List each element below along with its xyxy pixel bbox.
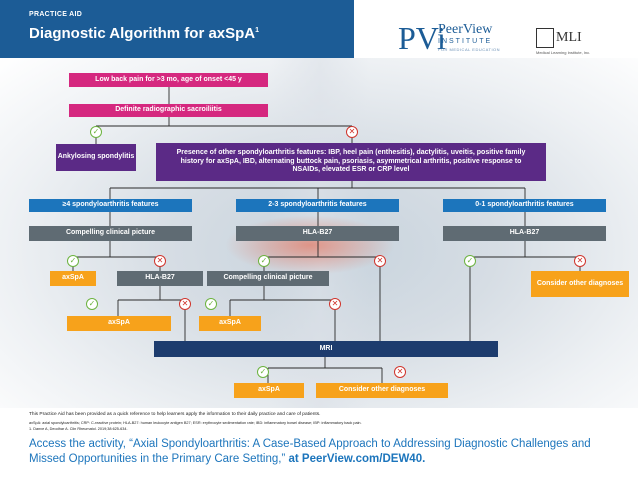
cta-text: Access the activity, “Axial Spondyloarth… bbox=[29, 438, 591, 466]
consider-right-box: Consider other diagnoses bbox=[531, 271, 629, 297]
title-reference: 1 bbox=[255, 27, 260, 34]
cross-icon: ✕ bbox=[329, 298, 341, 310]
cross-icon: ✕ bbox=[374, 255, 386, 267]
page-title: Diagnostic Algorithm for axSpA1 bbox=[29, 25, 259, 42]
cross-icon: ✕ bbox=[179, 298, 191, 310]
peerview-mark: PVi bbox=[398, 20, 446, 56]
check-icon: ✓ bbox=[257, 366, 269, 378]
cta-link[interactable]: at PeerView.com/DEW40. bbox=[288, 453, 426, 466]
header-banner bbox=[0, 0, 354, 58]
hla-left-box: HLA-B27 bbox=[117, 271, 203, 286]
definite-sacroiliitis-box: Definite radiographic sacroiliitis bbox=[69, 104, 268, 117]
feat01-box: 0-1 spondyloarthritis features bbox=[443, 199, 606, 212]
consider-final-box: Consider other diagnoses bbox=[316, 383, 448, 398]
hla-right-box: HLA-B27 bbox=[443, 226, 606, 241]
peerview-logo: PVi PeerView INSTITUTE FOR MEDICAL EDUCA… bbox=[398, 20, 528, 60]
cross-icon: ✕ bbox=[346, 126, 358, 138]
mli-text: MLI bbox=[556, 30, 582, 45]
cross-icon: ✕ bbox=[154, 255, 166, 267]
presence-features-box: Presence of other spondyloarthritis feat… bbox=[156, 143, 546, 181]
check-icon: ✓ bbox=[90, 126, 102, 138]
peerview-name: PeerView bbox=[438, 22, 493, 37]
peerview-institute: INSTITUTE bbox=[438, 38, 493, 45]
disclaimer-text: This Practice Aid has been provided as a… bbox=[29, 412, 321, 417]
mri-box: MRI bbox=[154, 341, 498, 357]
axspa-left-box: axSpA bbox=[50, 271, 96, 286]
mli-emblem-icon bbox=[536, 28, 554, 48]
cross-icon: ✕ bbox=[394, 366, 406, 378]
check-icon: ✓ bbox=[67, 255, 79, 267]
call-to-action: Access the activity, “Axial Spondyloarth… bbox=[29, 437, 619, 467]
axspa-final-box: axSpA bbox=[234, 383, 304, 398]
feat23-box: 2-3 spondyloarthritis features bbox=[236, 199, 399, 212]
mli-logo: MLI Medical Learning Institute, Inc. bbox=[536, 28, 616, 62]
hla-mid-box: HLA-B27 bbox=[236, 226, 399, 241]
reference-text: 1. Danve A, Deodhar A. Clin Rheumatol. 2… bbox=[29, 427, 128, 431]
compelling-mid-box: Compelling clinical picture bbox=[207, 271, 329, 286]
peerview-tagline: FOR MEDICAL EDUCATION bbox=[438, 47, 501, 52]
pain-highlight bbox=[225, 215, 395, 275]
check-icon: ✓ bbox=[205, 298, 217, 310]
check-icon: ✓ bbox=[464, 255, 476, 267]
cross-icon: ✕ bbox=[574, 255, 586, 267]
abbreviations-text: axSpA: axial spondyloarthritis; CRP: C-r… bbox=[29, 421, 362, 425]
check-icon: ✓ bbox=[86, 298, 98, 310]
feat4-box: ≥4 spondyloarthritis features bbox=[29, 199, 192, 212]
practice-aid-label: PRACTICE AID bbox=[29, 11, 83, 18]
compelling-left-box: Compelling clinical picture bbox=[29, 226, 192, 241]
title-text: Diagnostic Algorithm for axSpA bbox=[29, 25, 256, 42]
axspa-row4-left-box: axSpA bbox=[67, 316, 171, 331]
check-icon: ✓ bbox=[258, 255, 270, 267]
mli-subtitle: Medical Learning Institute, Inc. bbox=[536, 50, 591, 55]
axspa-row4-mid-box: axSpA bbox=[199, 316, 261, 331]
start-box: Low back pain for >3 mo, age of onset <4… bbox=[69, 73, 268, 87]
ankylosing-spondylitis-box: Ankylosing spondylitis bbox=[56, 144, 136, 171]
